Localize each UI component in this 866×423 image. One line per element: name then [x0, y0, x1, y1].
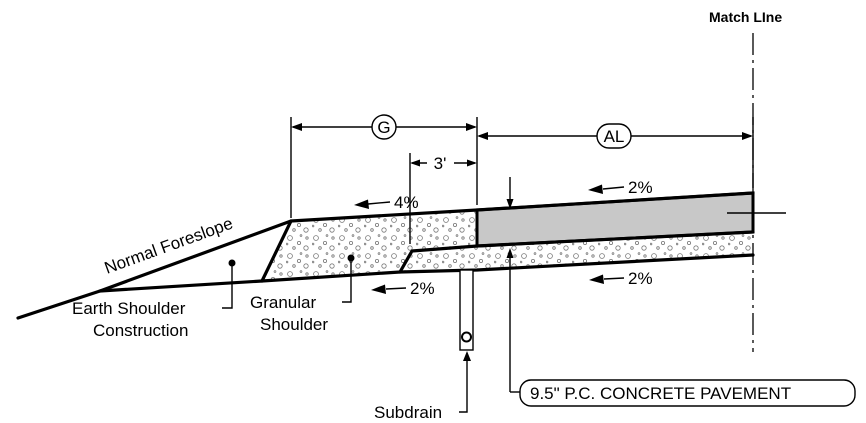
dim-g-arrow-right — [466, 123, 477, 131]
dim-al-arrow-right — [742, 132, 753, 140]
subdrain-label: Subdrain — [374, 403, 442, 422]
normal-foreslope-label: Normal Foreslope — [102, 214, 235, 278]
earth-shoulder-label-2: Construction — [93, 321, 188, 340]
match-line-label: Match LIne — [709, 9, 782, 25]
pavement-callout-box — [519, 379, 856, 407]
granular-shoulder-label-2: Shoulder — [260, 315, 328, 334]
slope-label-pavement-top: 2% — [628, 178, 653, 197]
dim-al-bubble — [596, 123, 632, 149]
slope-arrowhead-pavement-top — [588, 184, 603, 194]
earth-shoulder-leader — [222, 263, 233, 309]
subdrain-arrowhead — [463, 351, 471, 361]
dim-3ft-arrow-right — [467, 159, 477, 167]
dim-3ft-label-bg — [427, 153, 454, 173]
granular-shoulder-label-1: Granular — [250, 293, 316, 312]
subdrain-pipe — [461, 331, 472, 343]
slope-arrow-pavement-bottom — [603, 277, 625, 280]
pavement-bottom-line — [475, 230, 755, 248]
slope-label-pavement-bottom: 2% — [628, 269, 653, 288]
granular-shoulder-area — [262, 210, 477, 281]
dim-g-label: G — [377, 118, 390, 137]
pavement-top-line — [475, 191, 755, 212]
slope-arrow-pavement-top — [602, 186, 625, 190]
slope-arrow-shoulder-top — [367, 201, 391, 205]
slope-arrowhead-shoulder-top — [354, 199, 369, 209]
slope-arrow-shoulder-bottom — [385, 287, 407, 290]
granular-shoulder-leader — [342, 258, 352, 303]
dim-3ft-label: 3' — [434, 154, 447, 173]
earth-granular-boundary — [260, 219, 293, 283]
slope-label-shoulder-bottom: 2% — [410, 279, 435, 298]
pavement-callout-label: 9.5" P.C. CONCRETE PAVEMENT — [530, 384, 791, 403]
earth-shoulder-label-1: Earth Shoulder — [72, 299, 186, 318]
thickness-arrow-bottom — [506, 248, 514, 258]
subdrain-trench — [459, 269, 474, 351]
dim-g-bubble — [371, 114, 397, 140]
pavement-subbase-area — [400, 232, 753, 272]
dim-al-label: AL — [604, 127, 625, 146]
dim-al-arrow-left — [477, 132, 488, 140]
thickness-arrow-top — [506, 199, 514, 209]
dim-3ft-arrow-left — [410, 159, 420, 167]
slope-label-shoulder-top: 4% — [394, 193, 419, 212]
slope-arrowhead-shoulder-bottom — [371, 284, 386, 294]
dim-g-arrow-left — [291, 123, 302, 131]
foreslope-line — [16, 208, 479, 320]
granular-step-line — [398, 244, 479, 274]
slope-arrowhead-pavement-bottom — [589, 274, 604, 284]
subdrain-leader — [459, 354, 468, 413]
